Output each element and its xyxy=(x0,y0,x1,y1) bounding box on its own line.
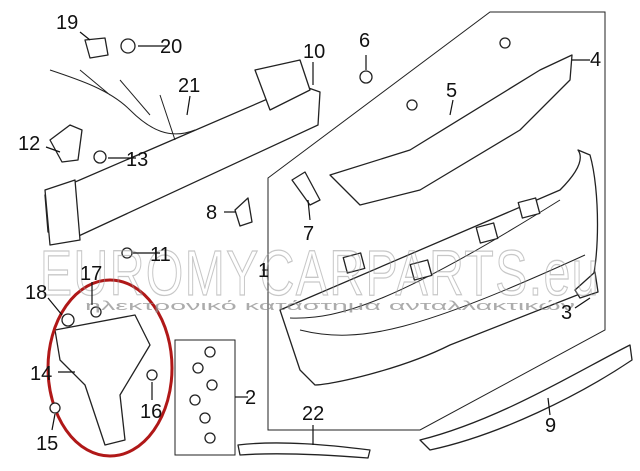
bumper-group-frame xyxy=(267,11,606,431)
callout-16: 16 xyxy=(140,401,162,423)
lower-diffuser xyxy=(419,344,633,451)
callout-1: 1 xyxy=(258,260,269,282)
callout-9: 9 xyxy=(545,415,556,437)
wiring-harness xyxy=(49,69,196,141)
callout-7: 7 xyxy=(303,223,314,245)
svg-text:EUROMYCARPARTS.eu: EUROMYCARPARTS.eu xyxy=(40,237,600,309)
leader-lines xyxy=(45,31,591,445)
svg-text:ηλεκτρονικό κατάστημα ανταλλακ: ηλεκτρονικό κατάστημα ανταλλακτικών xyxy=(85,298,575,313)
callout-17: 17 xyxy=(80,263,102,285)
reflector-strip xyxy=(237,442,371,459)
fastener-group-frame xyxy=(174,339,236,456)
fasteners xyxy=(49,37,599,444)
callout-14: 14 xyxy=(30,363,52,385)
callout-19: 19 xyxy=(56,12,78,34)
callout-13: 13 xyxy=(126,149,148,171)
callout-4: 4 xyxy=(590,49,601,71)
callout-11: 11 xyxy=(150,244,171,266)
callout-5: 5 xyxy=(446,80,457,102)
callout-20: 20 xyxy=(160,36,182,58)
callout-18: 18 xyxy=(25,282,47,304)
highlight-circle xyxy=(46,278,174,458)
bumper-support-bracket xyxy=(329,54,573,206)
callout-labels: 1 2 3 4 5 6 7 8 9 10 11 12 13 14 15 16 1… xyxy=(18,12,601,455)
bumper-cover xyxy=(279,149,599,386)
watermark: EUROMYCARPARTS.eu ηλεκτρονικό κατάστημα … xyxy=(39,236,600,313)
callout-2: 2 xyxy=(245,387,256,409)
callout-6: 6 xyxy=(359,30,370,52)
callout-3: 3 xyxy=(561,302,572,324)
side-bracket xyxy=(54,314,151,446)
callout-12: 12 xyxy=(18,133,40,155)
callout-21: 21 xyxy=(178,75,200,97)
callout-22: 22 xyxy=(302,403,324,425)
callout-8: 8 xyxy=(206,202,217,224)
reinforcement-beam xyxy=(44,59,321,246)
callout-15: 15 xyxy=(36,433,58,455)
callout-10: 10 xyxy=(303,41,325,63)
